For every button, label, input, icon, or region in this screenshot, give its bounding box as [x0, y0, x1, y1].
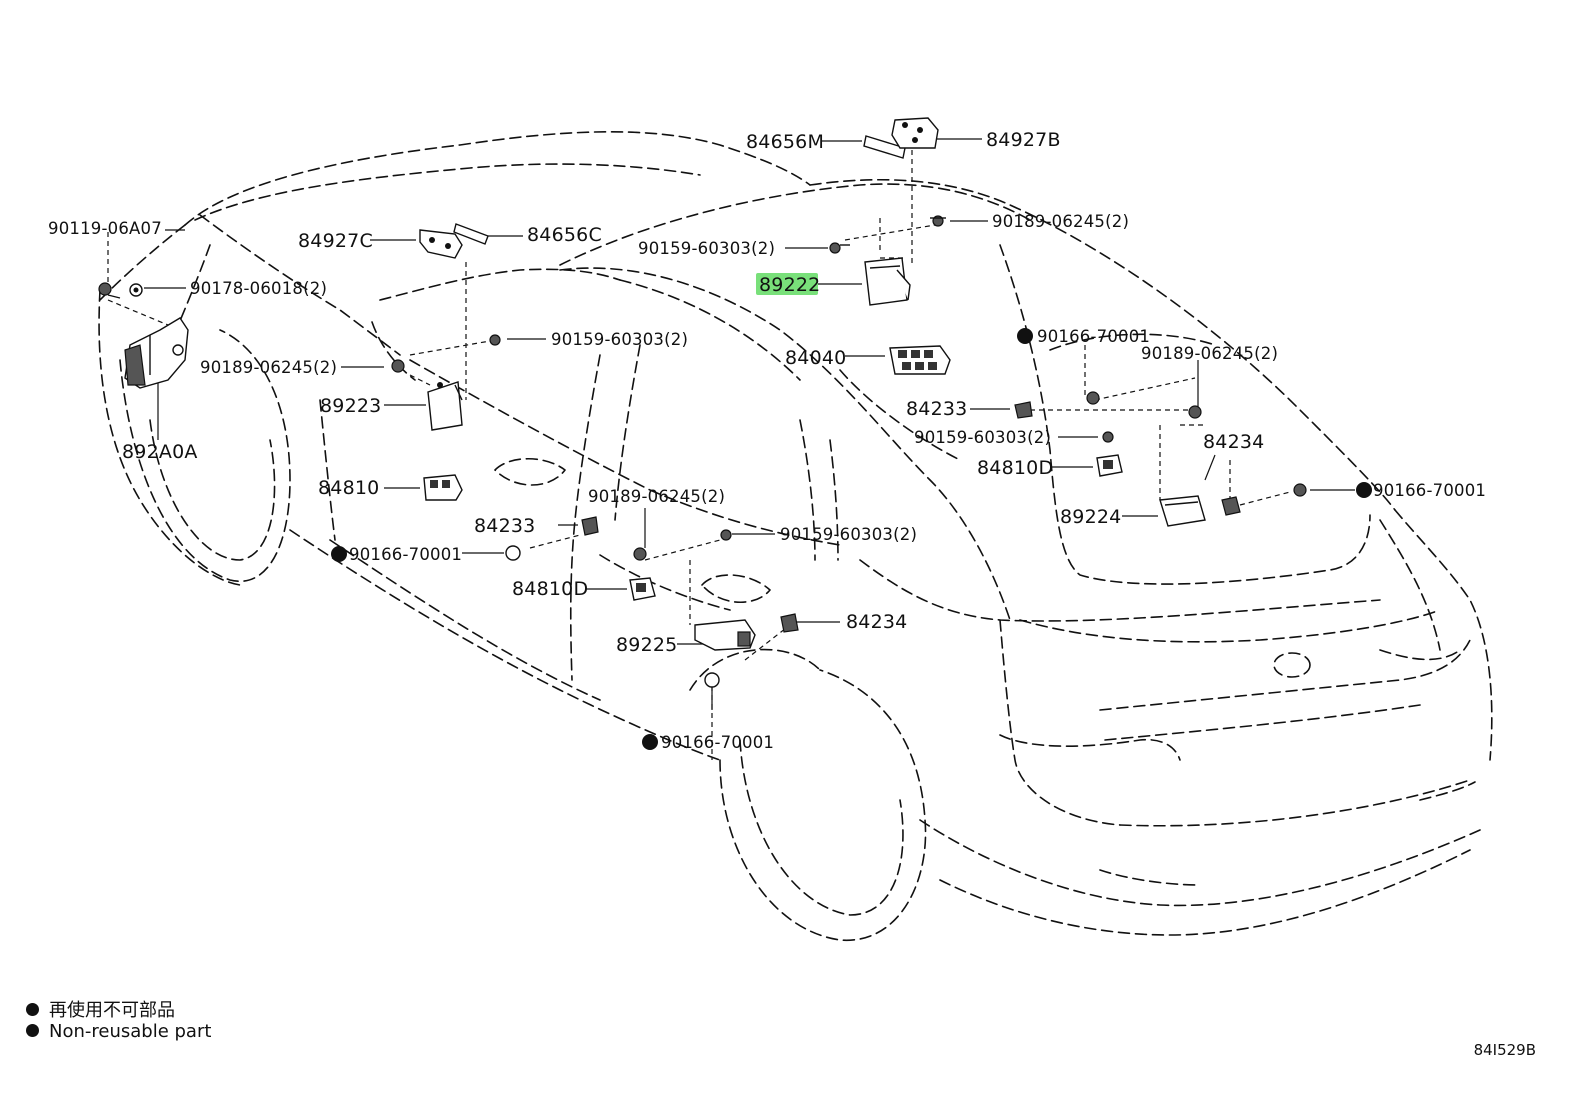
bullet-icon	[26, 1002, 39, 1016]
label-84810D-right[interactable]: 84810D	[977, 457, 1053, 479]
part-84656M-shape	[863, 135, 906, 159]
label-892A0A[interactable]: 892A0A	[122, 441, 198, 463]
label-84810[interactable]: 84810	[318, 477, 379, 499]
part-84810D-left-shape	[629, 577, 656, 601]
part-892A0A-shape	[124, 317, 189, 389]
part-84040-shape	[889, 345, 951, 375]
screw-89223-2	[489, 334, 501, 346]
part-labels: 84656M 84927B 84927C 84656C 90119-06A07 …	[48, 129, 1486, 752]
part-89224-shape	[1159, 495, 1206, 527]
label-90189-06245-mid[interactable]: 90189-06245(2)	[588, 487, 725, 506]
label-90159-60303-right[interactable]: 90159-60303(2)	[914, 428, 1051, 447]
label-90189-06245-top[interactable]: 90189-06245(2)	[992, 212, 1129, 231]
label-84040[interactable]: 84040	[785, 347, 846, 369]
label-84233-left[interactable]: 84233	[474, 515, 535, 537]
label-84234-right[interactable]: 84234	[1203, 431, 1264, 453]
label-84656M[interactable]: 84656M	[746, 131, 824, 153]
screw-r-1	[1086, 391, 1100, 405]
part-84927C-shape	[419, 229, 463, 259]
label-90159-60303-top[interactable]: 90159-60303(2)	[638, 239, 775, 258]
part-89223-shape	[427, 381, 463, 431]
label-89224[interactable]: 89224	[1060, 506, 1121, 528]
label-90166-70001-r2[interactable]: 90166-70001	[1373, 481, 1486, 500]
washer-90178	[129, 283, 143, 297]
highlight-89222	[756, 273, 818, 295]
screw-d-4	[704, 672, 720, 688]
part-84234-left-shape	[780, 613, 799, 633]
label-90166-70001-r1[interactable]: 90166-70001	[1037, 327, 1150, 346]
screw-d-2	[633, 547, 647, 561]
part-84234-right-shape	[1221, 496, 1241, 516]
legend-jp: 再使用不可部品	[26, 996, 175, 1022]
part-84656C-shape	[453, 223, 489, 245]
screw-90119	[98, 282, 121, 299]
label-90166-70001-left[interactable]: 90166-70001	[349, 545, 462, 564]
label-89225[interactable]: 89225	[616, 634, 677, 656]
label-90166-70001-bottom[interactable]: 90166-70001	[661, 733, 774, 752]
screw-top-1	[930, 215, 946, 227]
bullet-icon	[26, 1023, 39, 1037]
part-89222-shape	[864, 257, 911, 306]
label-90159-60303-mid[interactable]: 90159-60303(2)	[551, 330, 688, 349]
label-90189-06245-right[interactable]: 90189-06245(2)	[1141, 344, 1278, 363]
part-icons	[98, 117, 1307, 688]
screw-r-4	[1293, 483, 1307, 497]
label-90189-06245-left[interactable]: 90189-06245(2)	[200, 358, 337, 377]
leader-lines	[107, 138, 1355, 760]
legend-en-text: Non-reusable part	[49, 1021, 212, 1042]
label-84233-right[interactable]: 84233	[906, 398, 967, 420]
label-89222[interactable]: 89222	[759, 274, 820, 296]
part-84233-left-shape	[581, 516, 599, 536]
screw-r-2	[1188, 405, 1202, 419]
non-reusable-markers	[331, 328, 1372, 750]
screw-89223-1	[391, 359, 405, 373]
label-90119-06A07[interactable]: 90119-06A07	[48, 219, 162, 238]
screw-d-3	[720, 529, 732, 541]
screw-d-1	[505, 545, 521, 561]
legend-en: Non-reusable part	[26, 1021, 211, 1042]
label-84234-left[interactable]: 84234	[846, 611, 907, 633]
label-84656C[interactable]: 84656C	[527, 224, 602, 246]
part-84927B-shape	[891, 117, 939, 149]
screw-top-2	[829, 242, 850, 254]
label-90178-06018[interactable]: 90178-06018(2)	[190, 279, 327, 298]
screw-r-3	[1102, 431, 1114, 443]
label-90159-60303-low[interactable]: 90159-60303(2)	[780, 525, 917, 544]
label-84927C[interactable]: 84927C	[298, 230, 373, 252]
part-84810-shape	[423, 474, 463, 501]
part-84233-right-shape	[1014, 401, 1033, 419]
part-89225-shape	[694, 619, 756, 651]
label-84927B[interactable]: 84927B	[986, 129, 1061, 151]
car-outline	[98, 131, 1493, 941]
label-84810D-left[interactable]: 84810D	[512, 578, 588, 600]
legend-jp-text: 再使用不可部品	[49, 1000, 175, 1021]
diagram-code: 84I529B	[1473, 1041, 1536, 1059]
part-84810D-right-shape	[1096, 454, 1123, 477]
label-89223[interactable]: 89223	[320, 395, 381, 417]
